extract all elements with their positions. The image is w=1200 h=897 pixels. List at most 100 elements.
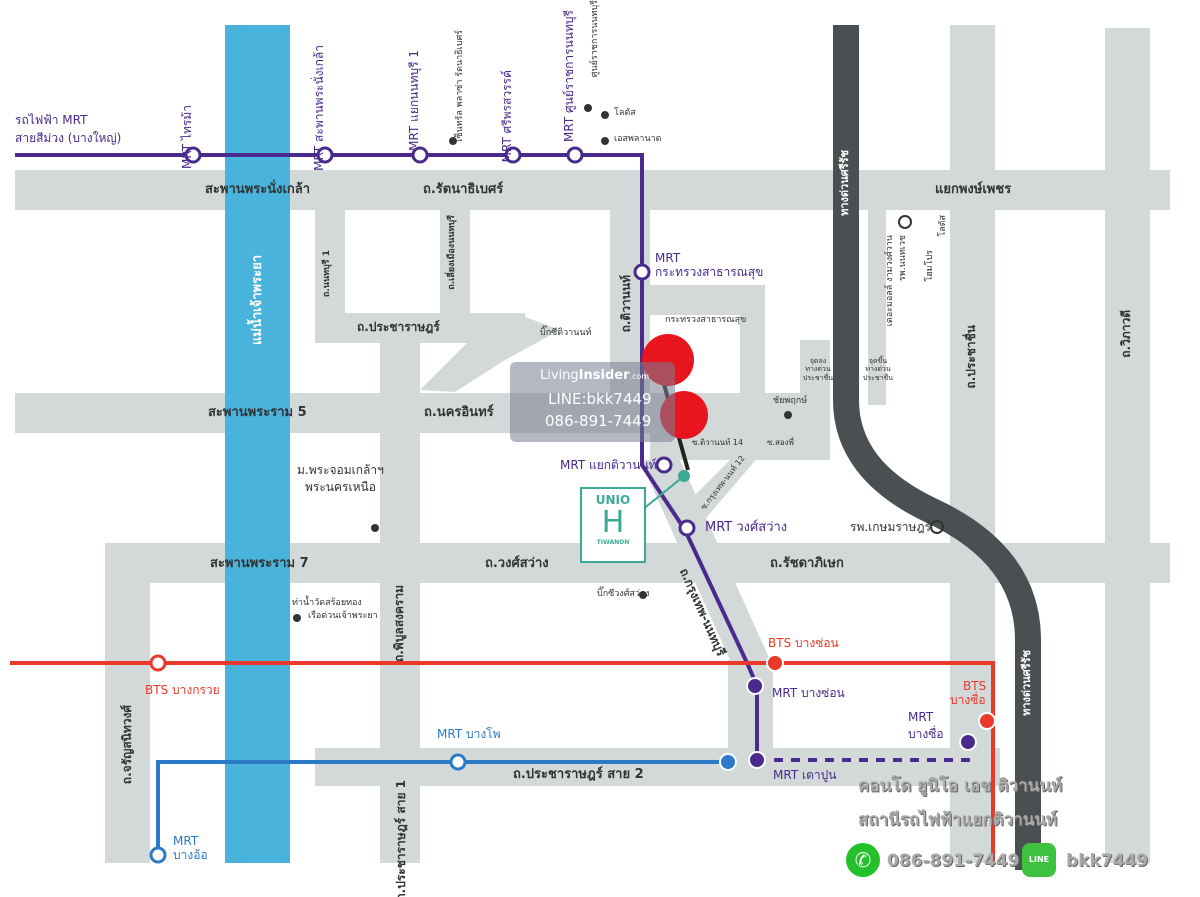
road-vibhavadi — [1105, 28, 1150, 863]
hospital-icons — [898, 215, 944, 534]
station-mrt-bang-son[interactable] — [746, 677, 764, 695]
label-pracharat2: ถ.ประชาราษฎร์ สาย 2 — [513, 767, 644, 782]
label-exit-up: จุดขึ้น ทางด่วน ประชาชื่น — [862, 357, 894, 382]
station-ministry[interactable] — [633, 263, 651, 281]
purple-stations — [184, 146, 696, 537]
label-lotus2: โลตัส — [938, 215, 948, 237]
label-nonthavej: รพ.นนทเวช — [898, 235, 908, 282]
road-pracharat2 — [315, 748, 1000, 786]
label-pracharat: ถ.ประชาราษฎร์ — [357, 320, 440, 334]
station-bang-pho[interactable] — [449, 753, 467, 771]
label-river: แม่น้ำเจ้าพระยา — [250, 255, 265, 345]
station-bts-bang-son[interactable] — [766, 654, 784, 672]
label-esplanade: เอสพลานาด — [614, 134, 662, 144]
phone-icon: ✆ — [846, 843, 880, 877]
label-sai-ma: MRT ไทรม้า — [180, 105, 194, 170]
station-phra-nang-klao[interactable] — [316, 146, 334, 164]
station-sri-phran[interactable] — [504, 146, 522, 164]
label-bts-bang-kruai: BTS บางกรวย — [145, 683, 220, 697]
label-bts-bang-son: BTS บางซ่อน — [768, 636, 839, 650]
label-yaek-nonthaburi1: MRT แยกนนทบุรี 1 — [407, 50, 421, 151]
station-mrt-bang-sue[interactable] — [959, 733, 977, 751]
label-pracharat1: ถ.ประชาราษฎร์ สาย 1 — [394, 780, 408, 897]
label-govt-center: ศูนย์ราชการนนทบุรี — [590, 0, 600, 78]
purple-line-subtitle: สายสีม่วง (บางใหญ่) — [15, 131, 122, 145]
station-bts-bang-sue[interactable] — [978, 712, 996, 730]
label-kasemrad: รพ.เกษมราษฎร์ — [850, 520, 931, 534]
station-bang-o[interactable] — [149, 846, 167, 864]
project-logo-letter: H — [601, 505, 625, 540]
label-pier2: เรือด่วนเจ้าพระยา — [308, 611, 378, 621]
label-lotus: โลตัส — [614, 108, 636, 118]
station-blue-tao-poon[interactable] — [719, 753, 737, 771]
red-line — [10, 661, 995, 862]
label-chaiyaphruek: ชัยพฤกษ์ — [773, 396, 808, 406]
label-bang-o-2: บางอ้อ — [173, 848, 208, 862]
label-bypass: ถ.เลี่ยงเมืองนนทบุรี — [447, 215, 457, 290]
project-logo-sub: TIWANON — [596, 539, 630, 546]
station-yaek-tiwanon[interactable] — [655, 456, 673, 474]
river — [225, 25, 290, 863]
watermark-phone: 086-891-7449 — [545, 412, 652, 430]
label-soi-song: ซ.สองพี่ — [767, 438, 794, 447]
label-the-mall: เดอะมอลล์ งามวงศ์วาน — [885, 235, 895, 327]
label-phra-nang-klao-bridge: สะพานพระนั่งเกล้า — [205, 182, 311, 197]
label-central: เซ็นทรัล พลาซ่า รัตนาธิเบศร์ — [455, 30, 465, 142]
label-vibhavadi: ถ.วิภาวดี — [1119, 310, 1133, 358]
label-rattanathibet: ถ.รัตนาธิเบศร์ — [423, 182, 504, 197]
line-icon: LINE — [1022, 843, 1056, 877]
label-nonthaburi1: ถ.นนทบุรี 1 — [322, 250, 332, 298]
label-exit-down: จุดลง ทางด่วน ประชาชื่น — [802, 357, 834, 382]
footer-line-id[interactable]: bkk7449 — [1066, 851, 1149, 871]
road-soi12 — [680, 450, 760, 525]
project-logo: UNIO H TIWANON — [580, 487, 646, 563]
label-kmutnb2: พระนครเหนือ — [305, 480, 376, 494]
road-charansanitwong — [105, 543, 150, 863]
label-phra-nang-klao: MRT สะพานพระนั่งเกล้า — [312, 45, 326, 171]
label-bang-pho: MRT บางโพ — [437, 727, 501, 741]
label-ministry-station-name: กระทรวงสาธารณสุข — [655, 265, 764, 280]
station-wong-sawang[interactable] — [678, 519, 696, 537]
label-charansanitwong: ถ.จรัญสนิทวงศ์ — [120, 705, 134, 785]
label-homepro: โฮมโปร — [925, 250, 935, 282]
label-kmutnb1: ม.พระจอมเกล้าฯ — [297, 463, 384, 477]
label-tao-poon: MRT เตาปูน — [773, 768, 837, 782]
label-mrt-bang-sue-1: MRT — [908, 710, 934, 724]
road-ministry-side — [740, 285, 765, 405]
road-pibulsongkram — [380, 330, 420, 863]
label-pier1: ท่าน้ำวัดสร้อยทอง — [292, 598, 362, 608]
watermark: LivingInsider.com LINE:bkk7449 086-891-7… — [510, 362, 675, 442]
label-prachachuen: ถ.ประชาชื่น — [964, 325, 978, 389]
label-rama7: สะพานพระราม 7 — [210, 556, 309, 571]
label-ratchadaphisek: ถ.รัชดาภิเษก — [770, 556, 844, 571]
watermark-brand-1: Living — [540, 368, 579, 383]
label-tiwanon: ถ.ติวานนท์ — [619, 275, 633, 333]
blue-line — [156, 760, 727, 855]
label-rama5: สะพานพระราม 5 — [208, 405, 307, 420]
label-soi14: ซ.ติวานนท์ 14 — [692, 438, 744, 447]
label-yaek-tiwanon: MRT แยกติวานนท์ — [560, 458, 657, 472]
road-ramp — [868, 210, 886, 405]
road-bangson — [728, 660, 773, 760]
label-yaek-pongphet: แยกพงษ์เพชร — [935, 182, 1012, 197]
poi-dots — [293, 104, 792, 622]
label-wong-sawang-rd: ถ.วงศ์สว่าง — [485, 556, 549, 571]
footer-phone[interactable]: 086-891-7449 — [887, 851, 1020, 871]
label-wong-sawang: MRT วงศ์สว่าง — [705, 520, 788, 535]
label-expressway2: ทางด่วนศรีรัช — [1020, 650, 1033, 716]
road-side — [800, 340, 830, 460]
label-bts-bang-sue-2: บางซื่อ — [950, 693, 986, 707]
label-bang-o-1: MRT — [173, 834, 199, 848]
station-yaek-nonthaburi1[interactable] — [411, 146, 429, 164]
project-logo-name: UNIO — [595, 493, 631, 507]
watermark-line: LINE:bkk7449 — [548, 390, 652, 408]
label-ministry: กระทรวงสาธารณสุข — [665, 315, 747, 325]
station-sai-ma[interactable] — [184, 146, 202, 164]
watermark-brand-3: .com — [629, 372, 650, 381]
station-govt-center[interactable] — [566, 146, 584, 164]
station-tao-poon[interactable] — [748, 751, 766, 769]
station-bts-bang-kruai[interactable] — [149, 654, 167, 672]
footer-title: คอนโด ยูนิโอ เอช ติวานนท์ — [858, 776, 1063, 796]
